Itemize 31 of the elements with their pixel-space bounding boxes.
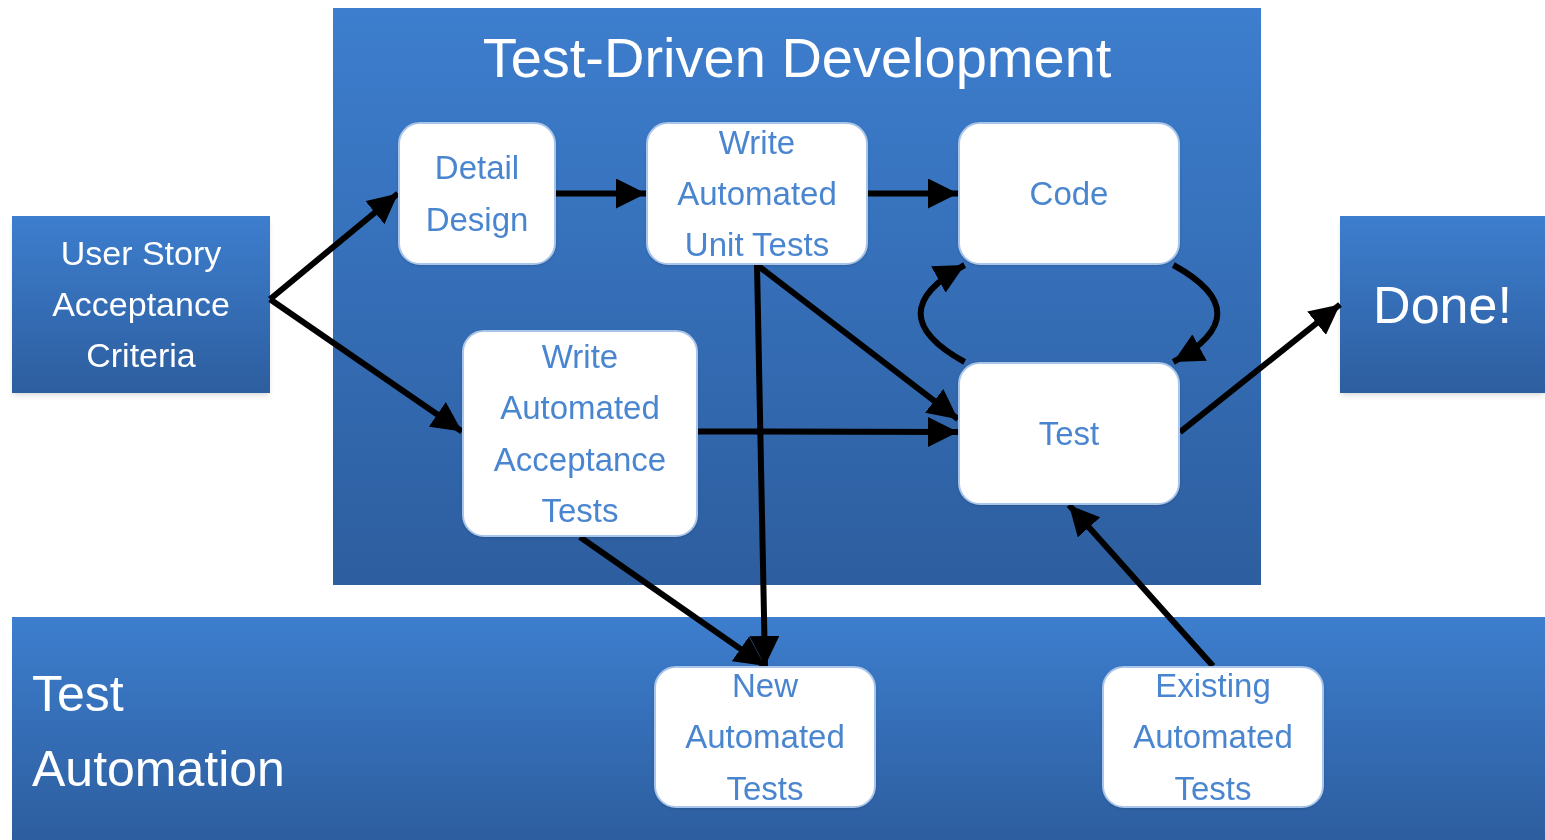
arrow <box>749 264 780 667</box>
process-box <box>654 666 876 808</box>
arrow <box>268 191 400 302</box>
end-box <box>1340 216 1545 393</box>
arrow <box>698 417 958 447</box>
arrow <box>556 178 646 209</box>
process-box <box>958 122 1180 265</box>
process-box <box>398 122 556 265</box>
group-panel <box>333 8 1261 585</box>
process-box <box>646 122 868 265</box>
arrow <box>1171 262 1221 365</box>
process-box <box>1102 666 1324 808</box>
arrow <box>1178 302 1342 435</box>
node-label: Test Automation <box>32 665 286 799</box>
node-label: Code <box>1028 173 1110 214</box>
start-box <box>12 216 270 393</box>
node-label: Detail Design <box>424 148 530 240</box>
process-box <box>462 330 698 537</box>
arrow <box>268 296 464 434</box>
node-label: Write Automated Acceptance Tests <box>492 337 668 531</box>
node-label: Write Automated Unit Tests <box>676 122 838 266</box>
node-label: New Automated Tests <box>684 666 846 809</box>
arrow <box>1066 503 1216 668</box>
node-label: Existing Automated Tests <box>1132 666 1294 809</box>
node-label: User Story Acceptance Criteria <box>51 233 231 376</box>
arrow <box>868 178 958 209</box>
group-band <box>12 617 1545 840</box>
arrow <box>917 262 967 365</box>
process-box <box>958 362 1180 505</box>
node-label: Test <box>1037 413 1101 454</box>
node-label: Done! <box>1373 274 1512 336</box>
